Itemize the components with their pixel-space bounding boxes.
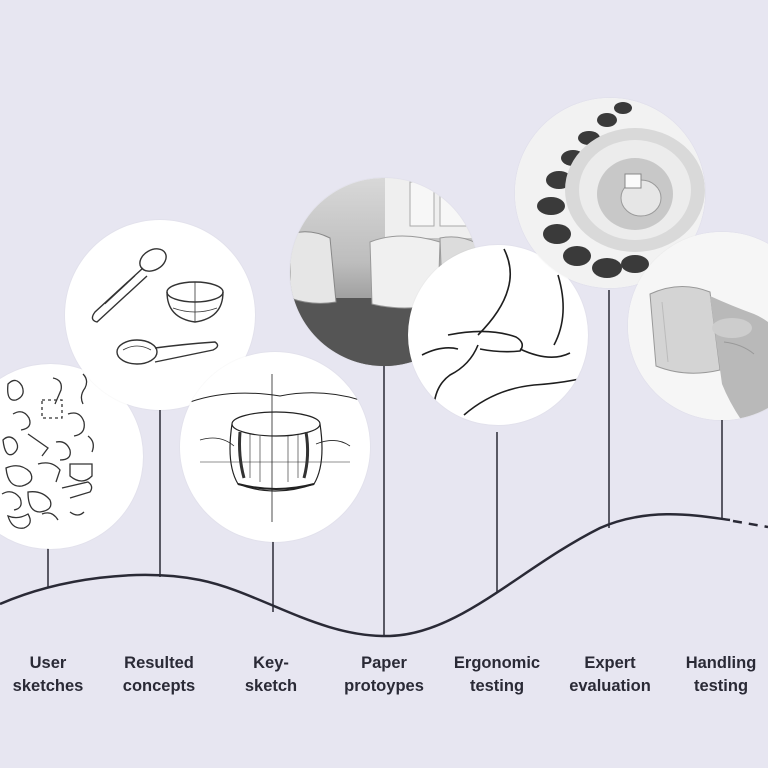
- label-line-1: Paper: [361, 654, 407, 672]
- key-sketch-image: [180, 352, 370, 542]
- label-line-1: Resulted: [124, 654, 194, 672]
- label-expert-evaluation: Expert evaluation: [555, 652, 665, 698]
- label-user-sketches: User sketches: [0, 652, 103, 698]
- doodle-sketches-icon: [1, 373, 94, 529]
- bowl-key-sketch-icon: [189, 374, 361, 522]
- progress-curve-dashed-continuation: [732, 519, 768, 529]
- label-handling-testing: Handling testing: [666, 652, 768, 698]
- label-paper-protoypes: Paper protoypes: [329, 652, 439, 698]
- label-line-2: sketches: [12, 677, 84, 695]
- ergonomic-testing-image: [408, 245, 588, 425]
- spoon-and-bowl-sketch-icon: [91, 248, 224, 365]
- label-resulted-concepts: Resulted concepts: [104, 652, 214, 698]
- label-key-sketch: Key- sketch: [216, 652, 326, 698]
- hand-line-drawing-icon: [421, 248, 588, 416]
- label-line-1: Handling: [685, 654, 757, 672]
- label-line-2: testing: [693, 677, 749, 695]
- label-line-1: Expert: [584, 654, 636, 672]
- hand-holding-prototype-photo-icon: [628, 232, 768, 420]
- label-line-2: sketch: [244, 677, 298, 695]
- progress-curve-line: [0, 513, 731, 638]
- label-line-2: protoypes: [344, 677, 424, 695]
- label-line-1: User: [29, 654, 67, 672]
- label-line-2: evaluation: [569, 677, 651, 695]
- label-line-1: Key-: [253, 654, 289, 672]
- label-line-1: Ergonomic: [453, 654, 541, 672]
- label-line-2: concepts: [122, 677, 196, 695]
- label-line-2: testing: [469, 677, 525, 695]
- label-ergonomic-testing: Ergonomic testing: [442, 652, 552, 698]
- handling-testing-image: [628, 232, 768, 420]
